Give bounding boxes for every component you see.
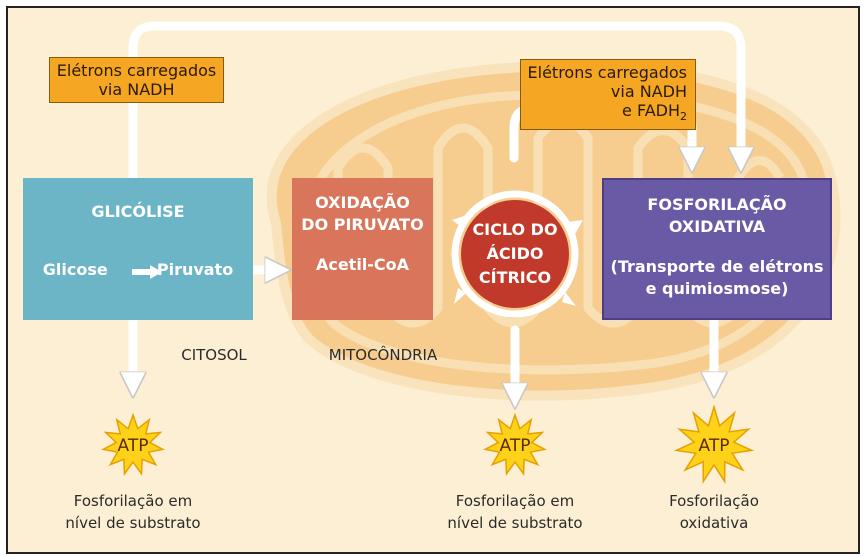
atp-arrows [133,270,714,396]
atp-label-left: ATP [117,436,149,456]
caption-substrate-left: Fosforilação em nível de substrato [65,492,201,532]
cytosol-label: CITOSOL [181,346,247,364]
citric-cycle-label: CICLO DO ÁCIDO CÍTRICO [472,220,558,287]
atp-star-left [101,412,165,476]
pyruvate-oxidation-box: OXIDAÇÃO DO PIRUVATO Acetil-CoA [292,178,433,320]
glycolysis-equation: Glicose Piruvato [42,260,234,279]
arrow-right-icon [117,263,163,279]
electrons-nadh-label: Elétrons carregados via NADH [49,57,224,103]
caption-substrate-middle: Fosforilação em nível de substrato [447,492,583,532]
glycolysis-title: GLICÓLISE [91,202,185,221]
glycolysis-box: GLICÓLISE Glicose Piruvato [23,178,253,320]
citric-cycle-shape [451,190,583,318]
caption-oxidative: Fosforilação oxidativa [669,492,759,532]
electrons-nadh-fadh2-label: Elétrons carregados via NADH e FADH2 [520,59,696,131]
atp-star-right [673,404,755,485]
diagram-frame: Elétrons carregados via NADH Elétrons ca… [6,6,860,554]
atp-star-middle [483,412,547,476]
mitochondria-label: MITOCÔNDRIA [328,346,438,364]
atp-label-right: ATP [698,436,730,456]
oxidative-phosphorylation-box: FOSFORILAÇÃO OXIDATIVA (Transporte de el… [602,178,832,320]
atp-label-middle: ATP [499,436,531,456]
